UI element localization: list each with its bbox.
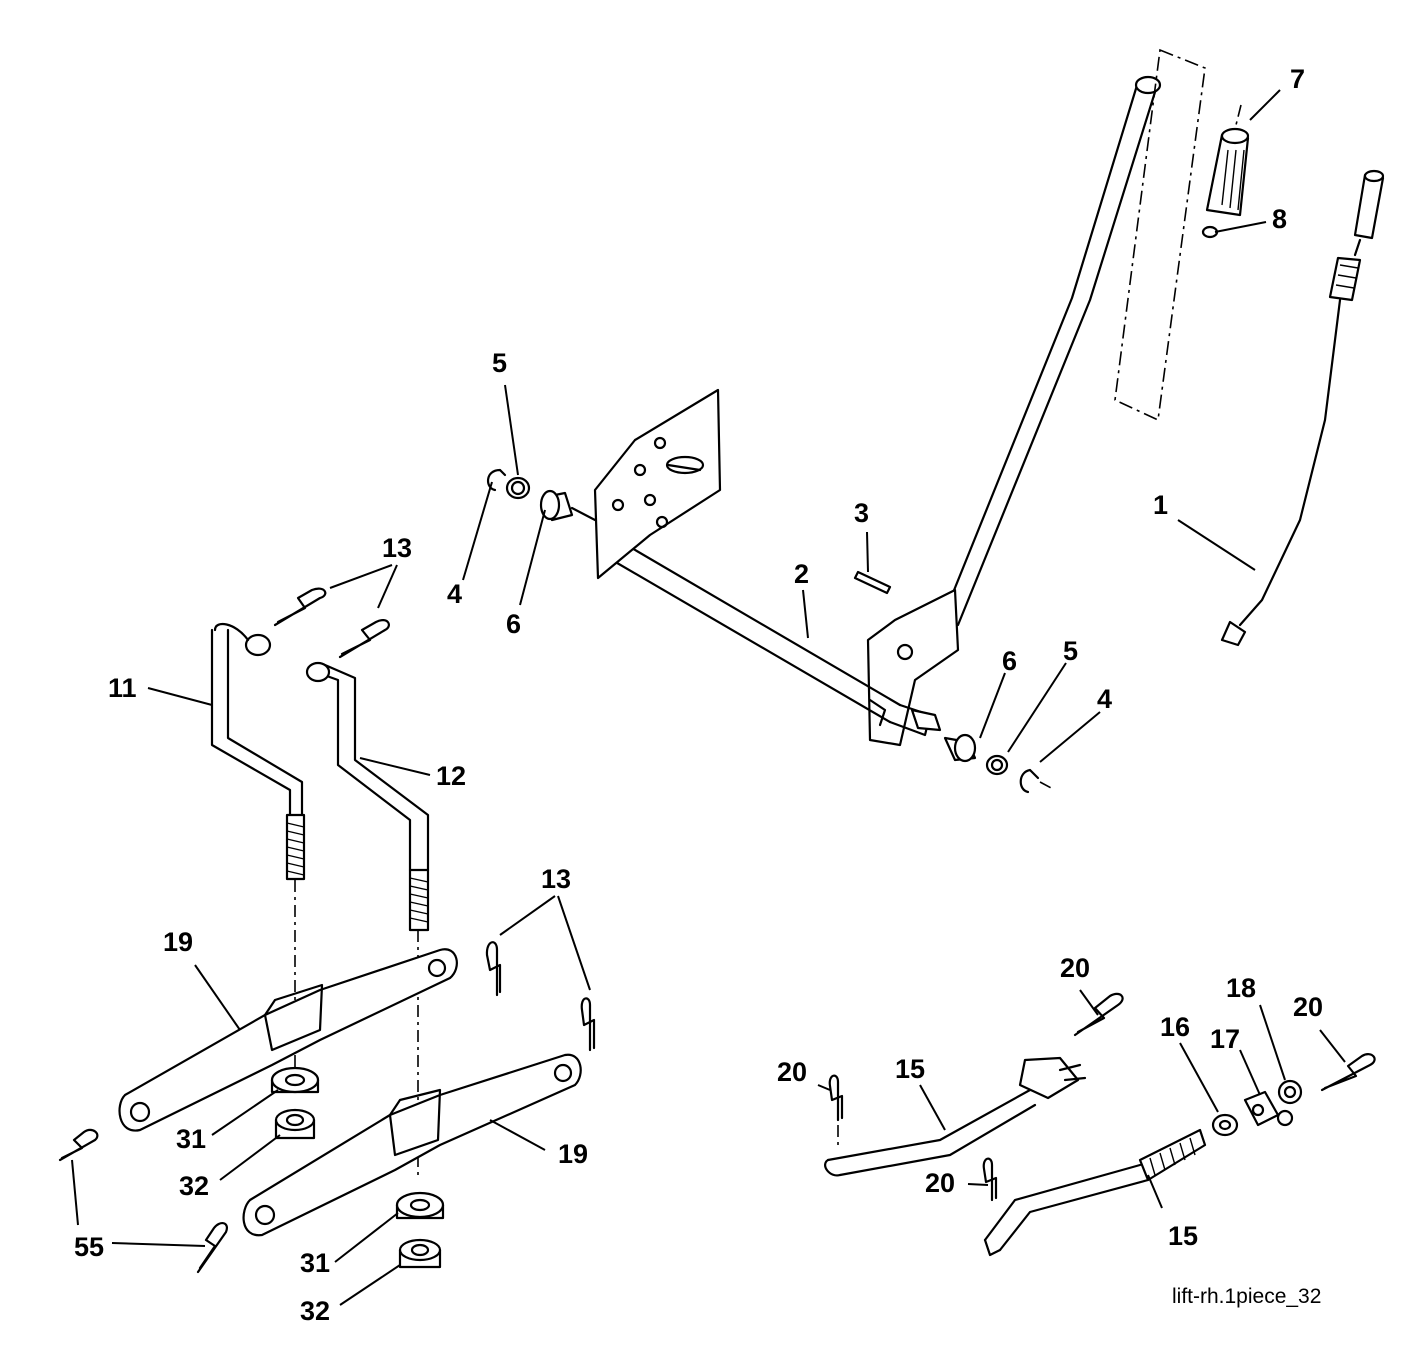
callout-31: 31 xyxy=(176,1124,206,1154)
hairpin-55a xyxy=(58,1128,99,1162)
grip-plug xyxy=(1201,225,1219,239)
lift-rod-upper xyxy=(824,1056,1087,1177)
lift-arm-lower xyxy=(242,1053,582,1237)
lift-link-12 xyxy=(305,661,430,932)
cable xyxy=(1220,169,1385,647)
washer-right xyxy=(985,754,1009,776)
spacer-31b xyxy=(395,1191,445,1220)
hairpin-13a xyxy=(273,587,327,627)
lift-link-11 xyxy=(210,622,306,881)
callout-11: 11 xyxy=(108,673,137,703)
nut-32b xyxy=(398,1238,442,1269)
clip-right xyxy=(1019,768,1056,794)
hairpin-13b xyxy=(338,619,390,659)
nut-32a xyxy=(274,1108,316,1140)
hairpin-13c xyxy=(485,941,502,997)
callout-15: 15 xyxy=(1168,1221,1198,1251)
callout-19: 19 xyxy=(558,1139,588,1169)
hairpin-20c xyxy=(828,1074,844,1150)
nut-16 xyxy=(1211,1113,1239,1137)
hairpin-20d xyxy=(982,1157,998,1202)
callout-4: 4 xyxy=(447,579,462,609)
pivot-plate xyxy=(593,388,722,580)
bushing-left xyxy=(539,489,597,522)
lift-rod-lower xyxy=(983,1128,1207,1257)
roll-pin xyxy=(853,570,892,595)
callout-5: 5 xyxy=(1063,636,1078,666)
callout-2: 2 xyxy=(794,559,809,589)
washer-left xyxy=(505,476,531,500)
callout-20: 20 xyxy=(1293,992,1323,1022)
callout-31: 31 xyxy=(300,1248,330,1278)
callout-16: 16 xyxy=(1160,1012,1190,1042)
callout-6: 6 xyxy=(506,609,521,639)
hairpin-20a xyxy=(1073,992,1124,1037)
drawing-reference: lift-rh.1piece_32 xyxy=(1172,1285,1321,1308)
callout-20: 20 xyxy=(1060,953,1090,983)
callout-12: 12 xyxy=(436,761,466,791)
callout-19: 19 xyxy=(163,927,193,957)
handle-bracket xyxy=(866,588,960,747)
callout-20: 20 xyxy=(925,1168,955,1198)
clip-left xyxy=(487,468,507,492)
spacer-31a xyxy=(270,1066,320,1094)
callout-18: 18 xyxy=(1226,973,1256,1003)
hairpin-55b xyxy=(196,1222,228,1274)
callout-5: 5 xyxy=(492,348,507,378)
callout-8: 8 xyxy=(1272,204,1287,234)
callout-17: 17 xyxy=(1210,1024,1240,1054)
callout-7: 7 xyxy=(1290,64,1305,94)
bushing-right xyxy=(910,708,977,763)
callouts: 7 8 5 4 6 3 2 1 13 11 12 6 5 4 13 19 19 … xyxy=(74,64,1323,1326)
nut-18 xyxy=(1277,1079,1303,1105)
callout-55: 55 xyxy=(74,1232,104,1262)
callout-3: 3 xyxy=(854,498,869,528)
callout-15: 15 xyxy=(895,1054,925,1084)
callout-20: 20 xyxy=(777,1057,807,1087)
hairpin-13d xyxy=(580,997,596,1052)
callout-32: 32 xyxy=(300,1296,330,1326)
callout-4: 4 xyxy=(1097,684,1112,714)
callout-6: 6 xyxy=(1002,646,1017,676)
lift-handle xyxy=(940,48,1206,627)
leader-lines xyxy=(71,89,1346,1306)
handle-grip xyxy=(1205,104,1250,217)
callout-32: 32 xyxy=(179,1171,209,1201)
callout-1: 1 xyxy=(1153,490,1168,520)
callout-13: 13 xyxy=(382,533,412,563)
hairpin-20b xyxy=(1320,1053,1376,1092)
callout-13: 13 xyxy=(541,864,571,894)
trunnion-17 xyxy=(1243,1090,1294,1127)
lift-arm-upper xyxy=(118,948,458,1132)
